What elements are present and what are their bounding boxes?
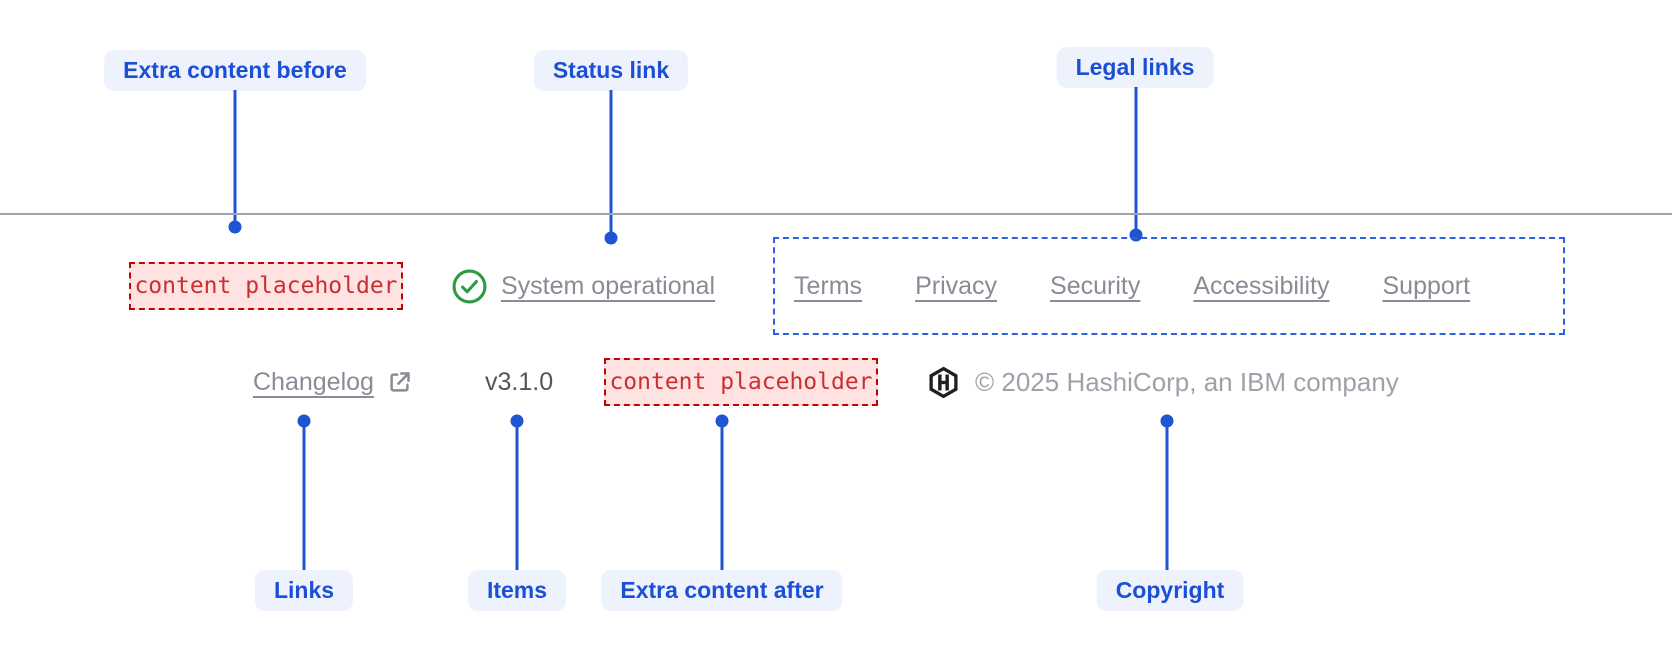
legal-link-privacy[interactable]: Privacy: [915, 271, 998, 300]
callout-copyright: Copyright: [1096, 570, 1244, 611]
legal-link-accessibility[interactable]: Accessibility: [1193, 271, 1330, 300]
footer-divider: [0, 213, 1672, 215]
connector-line-copyright: [1165, 421, 1169, 570]
connector-line-links: [302, 421, 306, 570]
connector-dot-status-link: [604, 231, 618, 245]
extra-content-before-placeholder: content placeholder: [129, 262, 403, 310]
external-link-icon: [386, 369, 413, 396]
callout-links: Links: [254, 570, 354, 611]
hashicorp-logo-icon: [927, 366, 960, 399]
changelog-link[interactable]: Changelog: [253, 358, 413, 406]
version-item: v3.1.0: [485, 358, 553, 406]
legal-link-terms[interactable]: Terms: [794, 271, 863, 300]
callout-legal-links: Legal links: [1056, 47, 1214, 88]
connector-line-extra-content-before: [233, 90, 237, 227]
connector-line-status-link: [609, 90, 613, 238]
check-circle-icon: [451, 268, 488, 305]
copyright-item: © 2025 HashiCorp, an IBM company: [927, 358, 1399, 406]
connector-line-legal-links: [1134, 87, 1138, 235]
copyright-label: © 2025 HashiCorp, an IBM company: [975, 366, 1399, 397]
connector-line-items: [515, 421, 519, 570]
status-link[interactable]: System operational: [451, 262, 715, 310]
callout-status-link: Status link: [533, 50, 689, 91]
callout-extra-content-before: Extra content before: [104, 50, 366, 91]
connector-line-extra-content-after: [720, 421, 724, 570]
extra-content-after-placeholder: content placeholder: [604, 358, 878, 406]
callout-items: Items: [467, 570, 567, 611]
legal-link-security[interactable]: Security: [1050, 271, 1141, 300]
changelog-link-label: Changelog: [253, 367, 374, 396]
status-link-label: System operational: [501, 271, 716, 300]
version-label: v3.1.0: [485, 367, 554, 396]
legal-link-support[interactable]: Support: [1382, 271, 1471, 300]
legal-links-highlight-box: Terms Privacy Security Accessibility Sup…: [773, 237, 1565, 335]
connector-dot-extra-content-before: [228, 220, 242, 234]
callout-extra-content-after: Extra content after: [601, 570, 843, 611]
